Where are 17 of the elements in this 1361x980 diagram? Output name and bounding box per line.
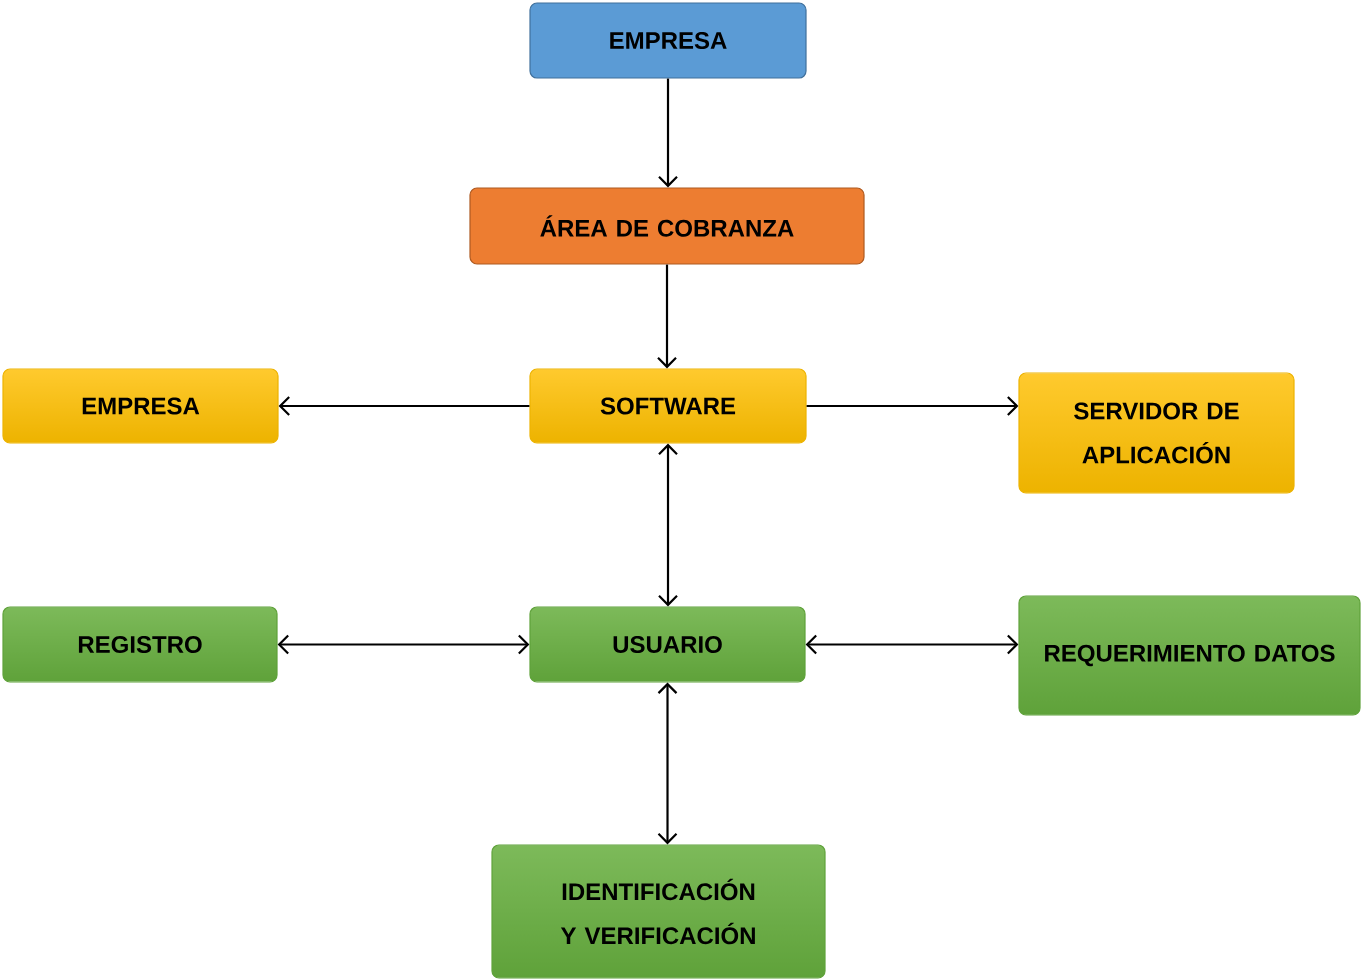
process-box: SOFTWARE: [529, 368, 807, 444]
process-box: IDENTIFICACIÓN Y VERIFICACIÓN: [491, 844, 826, 979]
process-box: SERVIDOR DE APLICACIÓN: [1018, 372, 1295, 494]
process-box: EMPRESA: [529, 2, 807, 79]
arrow: [657, 264, 677, 369]
process-box: USUARIO: [529, 606, 806, 683]
process-box: EMPRESA: [2, 368, 279, 444]
arrow: [658, 78, 678, 188]
arrow: [277, 634, 530, 655]
arrow: [806, 396, 1019, 416]
arrow: [278, 396, 530, 416]
arrow: [805, 634, 1019, 655]
process-box: REQUERIMIENTO DATOS: [1018, 595, 1361, 716]
arrow: [658, 443, 678, 607]
process-box: ÁREA DE COBRANZA: [469, 187, 865, 265]
arrow: [657, 682, 678, 845]
process-box: REGISTRO: [2, 606, 278, 683]
